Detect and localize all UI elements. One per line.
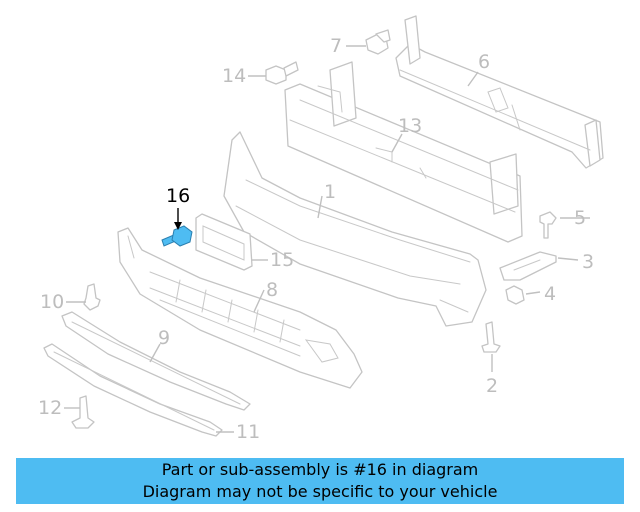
- callout-9: 9: [158, 327, 170, 349]
- part-2-clip-bolt: [481, 321, 501, 353]
- part-4-nut: [505, 285, 525, 305]
- part-15-plate-bracket: [195, 213, 253, 271]
- callout-3: 3: [582, 251, 594, 273]
- callout-15: 15: [270, 249, 294, 271]
- callout-7: 7: [330, 35, 342, 57]
- callout-10: 10: [40, 291, 64, 313]
- leader-arrow-16: [174, 222, 182, 230]
- callout-5: 5: [574, 207, 586, 229]
- part-16-bolt-highlighted: [161, 225, 193, 247]
- banner-line-2: Diagram may not be specific to your vehi…: [142, 482, 498, 501]
- callout-12: 12: [38, 397, 62, 419]
- part-11-bottom-trim-strip: [43, 343, 223, 437]
- part-10-push-pin: [83, 283, 101, 311]
- callout-6: 6: [478, 51, 490, 73]
- callout-1: 1: [324, 181, 336, 203]
- callout-4: 4: [544, 283, 556, 305]
- part-5-push-clip: [539, 211, 557, 239]
- part-9-lower-trim-strip: [61, 311, 251, 411]
- callout-13: 13: [398, 115, 422, 137]
- part-7-bolt: [365, 29, 391, 55]
- callout-11: 11: [236, 421, 260, 443]
- leader-lines: [64, 45, 590, 433]
- callout-14: 14: [222, 65, 246, 87]
- part-14-bolt: [265, 61, 299, 85]
- callout-8: 8: [266, 279, 278, 301]
- part-8-lower-grille: [117, 227, 363, 389]
- part-12-bolt: [71, 395, 95, 429]
- info-banner: Part or sub-assembly is #16 in diagram D…: [16, 458, 624, 504]
- part-6-upper-bracket: [395, 15, 604, 169]
- callout-16-highlighted: 16: [166, 185, 190, 207]
- part-3-side-bracket: [499, 251, 557, 281]
- part-1-bumper-cover: [223, 131, 487, 327]
- callout-2: 2: [486, 375, 498, 397]
- part-13-reinforcement-bar: [284, 61, 523, 243]
- banner-line-1: Part or sub-assembly is #16 in diagram: [161, 460, 479, 479]
